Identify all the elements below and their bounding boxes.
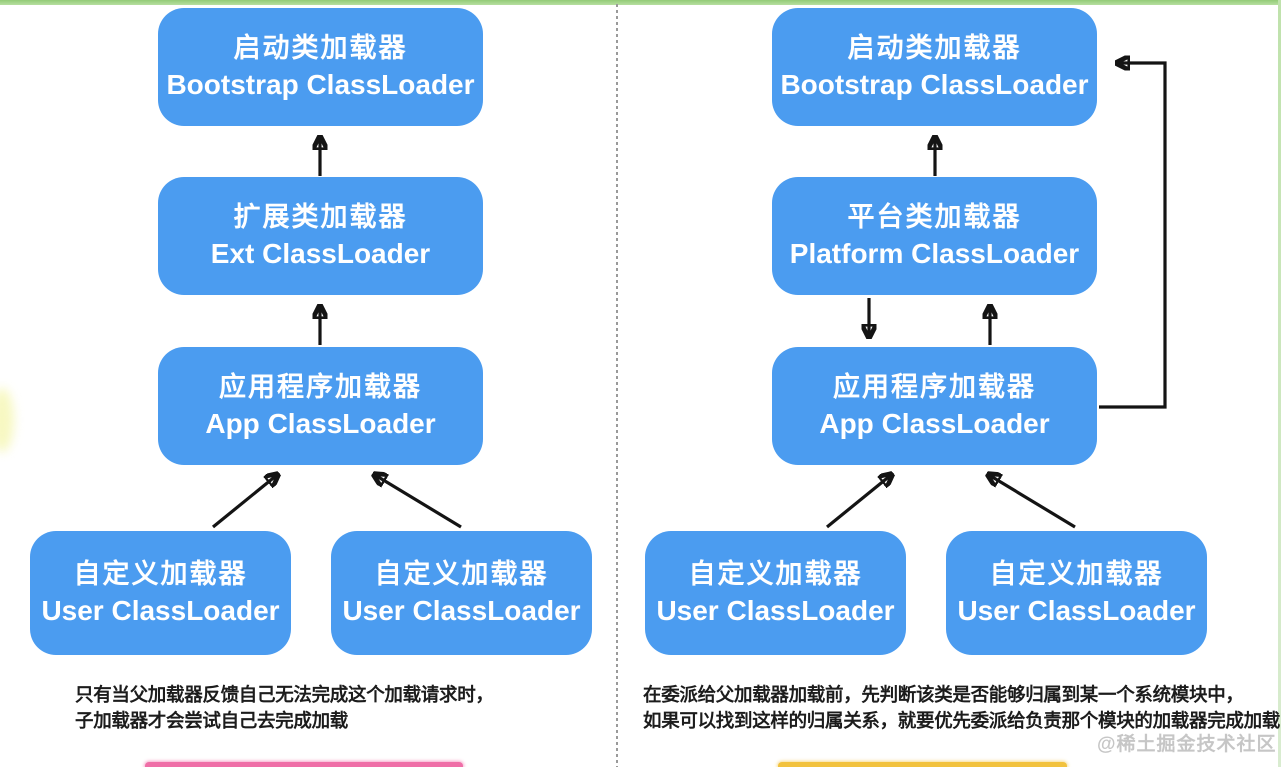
left-bootstrap-classloader-box: 启动类加载器 Bootstrap ClassLoader	[158, 8, 483, 126]
right-user-classloader-box-2: 自定义加载器 User ClassLoader	[946, 531, 1207, 655]
left-edge-yellow-blob	[0, 388, 14, 452]
arrow-left-user2-to-app	[375, 475, 462, 529]
box-label-en: User ClassLoader	[41, 595, 280, 626]
left-ext-classloader-box: 扩展类加载器 Ext ClassLoader	[158, 177, 483, 295]
box-label-en: User ClassLoader	[342, 595, 581, 626]
arrow-right-user1-to-app	[825, 475, 891, 529]
right-green-border	[1278, 0, 1281, 767]
caption-line: 子加载器才会尝试自己去完成加载	[75, 710, 349, 731]
left-user-classloader-box-2: 自定义加载器 User ClassLoader	[331, 531, 592, 655]
right-app-classloader-box: 应用程序加载器 App ClassLoader	[772, 347, 1097, 465]
bottom-orange-bar	[778, 762, 1067, 767]
box-label-en: Platform ClassLoader	[789, 238, 1080, 269]
right-user-classloader-box-1: 自定义加载器 User ClassLoader	[645, 531, 906, 655]
top-green-border	[0, 0, 1281, 5]
box-label-en: Ext ClassLoader	[210, 238, 431, 269]
caption-line: 如果可以找到这样的归属关系，就要优先委派给负责那个模块的加载器完成加载	[643, 710, 1281, 731]
arrow-right-user2-to-app	[989, 475, 1076, 529]
box-label-en: User ClassLoader	[656, 595, 895, 626]
vertical-dashed-divider	[616, 4, 618, 767]
right-diagram-caption: 在委派给父加载器加载前，先判断该类是否能够归属到某一个系统模块中， 如果可以找到…	[643, 682, 1280, 734]
box-label-zh: 平台类加载器	[847, 202, 1022, 232]
box-label-en: Bootstrap ClassLoader	[780, 69, 1089, 100]
box-label-zh: 自定义加载器	[73, 559, 248, 589]
box-label-en: User ClassLoader	[957, 595, 1196, 626]
box-label-zh: 启动类加载器	[233, 33, 408, 63]
right-bootstrap-classloader-box: 启动类加载器 Bootstrap ClassLoader	[772, 8, 1097, 126]
caption-line: 只有当父加载器反馈自己无法完成这个加载请求时，	[75, 684, 494, 705]
left-diagram-caption: 只有当父加载器反馈自己无法完成这个加载请求时， 子加载器才会尝试自己去完成加载	[75, 682, 494, 734]
box-label-zh: 启动类加载器	[847, 33, 1022, 63]
box-label-zh: 应用程序加载器	[219, 372, 422, 402]
box-label-en: Bootstrap ClassLoader	[166, 69, 475, 100]
caption-line: 在委派给父加载器加载前，先判断该类是否能够归属到某一个系统模块中，	[643, 684, 1244, 705]
box-label-en: App ClassLoader	[205, 408, 436, 439]
box-label-zh: 自定义加载器	[374, 559, 549, 589]
juejin-watermark: @稀土掘金技术社区	[1097, 734, 1277, 755]
box-label-zh: 应用程序加载器	[833, 372, 1036, 402]
box-label-zh: 扩展类加载器	[233, 202, 408, 232]
left-user-classloader-box-1: 自定义加载器 User ClassLoader	[30, 531, 291, 655]
bottom-pink-bar	[145, 762, 463, 767]
left-app-classloader-box: 应用程序加载器 App ClassLoader	[158, 347, 483, 465]
box-label-zh: 自定义加载器	[688, 559, 863, 589]
right-platform-classloader-box: 平台类加载器 Platform ClassLoader	[772, 177, 1097, 295]
box-label-en: App ClassLoader	[819, 408, 1050, 439]
box-label-zh: 自定义加载器	[989, 559, 1164, 589]
arrow-app-loop-to-bootstrap	[1099, 63, 1167, 409]
arrow-left-user1-to-app	[211, 475, 277, 529]
